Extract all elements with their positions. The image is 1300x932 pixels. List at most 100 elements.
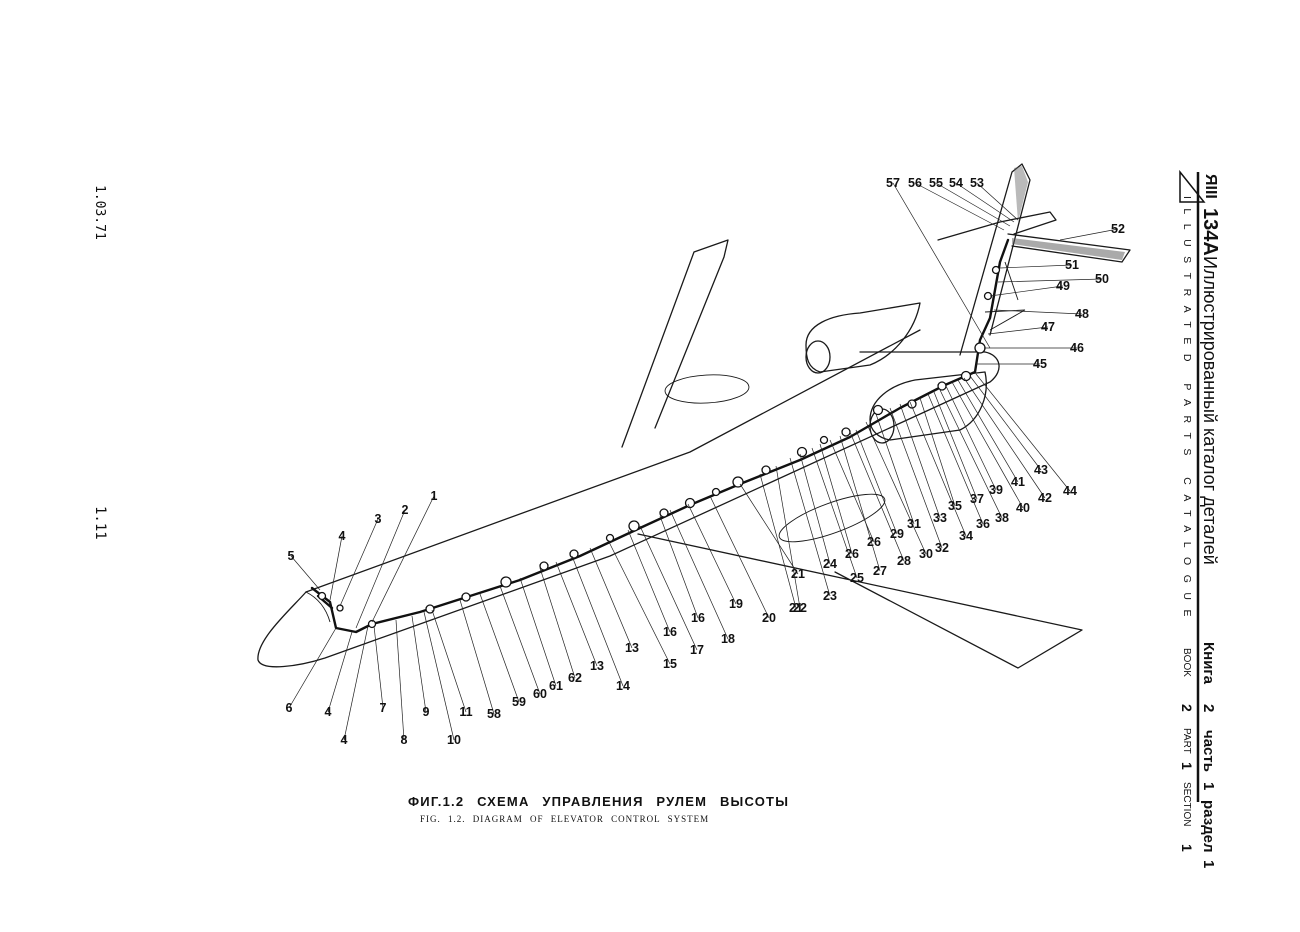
callout-number: 26 <box>867 535 881 549</box>
callout-leader <box>899 403 941 519</box>
callout-number: 55 <box>929 176 943 190</box>
callout-number: 39 <box>989 483 1003 497</box>
callout-leader <box>951 381 1024 509</box>
callout-leader <box>589 547 633 649</box>
callout-number: 59 <box>512 695 526 709</box>
callout-leader <box>519 577 557 687</box>
callout-number: 41 <box>1011 475 1025 489</box>
callout-leader <box>431 609 467 713</box>
callout-leader <box>355 509 406 629</box>
callout-leader <box>288 627 337 709</box>
callout-number: 4 <box>325 705 332 719</box>
callout-number: 54 <box>949 176 963 190</box>
callout-number: 37 <box>970 492 984 506</box>
callout-leader <box>939 389 1003 519</box>
section-value-ru: 1 <box>1200 860 1217 868</box>
callout-number: 31 <box>907 517 921 531</box>
section-label-en: SECTION <box>1181 782 1192 826</box>
callout-leader <box>799 453 831 565</box>
callout-number: 45 <box>1033 357 1047 371</box>
callout-number: 5 <box>288 549 295 563</box>
section-value-en: 1 <box>1179 844 1195 852</box>
callout-number: 33 <box>933 511 947 525</box>
callout-leader <box>919 397 956 507</box>
callout-leader <box>759 473 797 609</box>
callout-number: 36 <box>976 517 990 531</box>
callout-leader <box>669 509 729 640</box>
callout-leader <box>976 182 1019 221</box>
callout-leader <box>914 182 1005 231</box>
callout-leader <box>327 631 353 713</box>
callout-number: 11 <box>459 705 472 719</box>
callout-number: 26 <box>845 547 859 561</box>
callout-leader <box>395 619 405 741</box>
callout-number: 14 <box>616 679 630 693</box>
callout-number: 46 <box>1070 341 1084 355</box>
callout-number: 23 <box>823 589 837 603</box>
callout-leader <box>987 326 1049 335</box>
figure-caption-ru: ФИГ.1.2 СХЕМА УПРАВЛЕНИЯ РУЛЕМ ВЫСОТЫ <box>408 794 789 809</box>
callout-number: 61 <box>549 679 563 693</box>
callout-number: 4 <box>339 529 346 543</box>
callout-leader <box>997 278 1103 283</box>
callout-leader <box>739 483 799 575</box>
callout-leader <box>459 599 495 715</box>
callout-leader <box>892 182 991 349</box>
title-block: ЯIII 134А Иллюстрированный каталог детал… <box>1179 169 1221 853</box>
callout-leader <box>875 413 915 525</box>
book-value-en: 2 <box>1179 704 1195 712</box>
callout-leader <box>945 385 997 491</box>
callout-leader <box>909 401 967 537</box>
callout-leader <box>479 593 520 703</box>
callout-leader <box>1059 228 1119 241</box>
callout-number: 6 <box>286 701 293 715</box>
catalog-title-ru: Иллюстрированный каталог деталей <box>1200 256 1220 565</box>
callout-leader <box>993 309 1083 315</box>
callout-leader <box>889 407 943 549</box>
callout-leader <box>855 429 898 535</box>
callout-leader <box>969 375 1042 471</box>
callout-number: 47 <box>1041 320 1055 334</box>
callout-leader <box>423 611 455 741</box>
part-label-ru: часть <box>1200 730 1217 772</box>
callout-leader <box>789 457 831 597</box>
callout-number: 1 <box>431 489 438 503</box>
callout-number: 8 <box>401 733 408 747</box>
callout-number: 2 <box>402 503 409 517</box>
callout-leader <box>571 555 624 687</box>
callout-number: 7 <box>380 701 387 715</box>
callout-number: 15 <box>663 657 677 671</box>
callout-number: 52 <box>1111 222 1125 236</box>
callout-number: 44 <box>1063 484 1077 498</box>
callout-number: 20 <box>762 611 776 625</box>
callout-number: 35 <box>948 499 962 513</box>
book-value: 2 <box>1200 704 1217 712</box>
callout-number: 24 <box>823 557 837 571</box>
callout-number: 16 <box>663 625 677 639</box>
callout-leader <box>539 567 576 679</box>
callout-number: 17 <box>690 643 704 657</box>
callout-leader <box>955 182 1015 223</box>
callout-number: 9 <box>423 705 430 719</box>
figure-caption-en: FIG. 1.2. DIAGRAM OF ELEVATOR CONTROL SY… <box>420 814 709 824</box>
book-label-en: BOOK <box>1181 648 1192 677</box>
part-value-en: 1 <box>1179 762 1195 770</box>
callout-leader <box>555 561 598 667</box>
callout-number: 40 <box>1016 501 1030 515</box>
callout-number: 48 <box>1075 307 1089 321</box>
callout-leader <box>849 431 905 562</box>
callout-number: 34 <box>959 529 973 543</box>
callout-leader <box>329 535 343 601</box>
logo-mark: ЯIII <box>1202 174 1219 199</box>
callout-leader <box>989 285 1064 297</box>
aircraft-outline <box>257 163 1131 669</box>
callout-number: 3 <box>375 512 382 526</box>
callout-number: 22 <box>793 601 807 615</box>
callout-leader <box>775 465 801 609</box>
callout-leader <box>709 495 770 619</box>
control-cable-run <box>310 238 1010 634</box>
doc-number: 1.03.71 <box>92 185 107 240</box>
callout-leader <box>839 435 881 572</box>
callout-number: 62 <box>568 671 582 685</box>
